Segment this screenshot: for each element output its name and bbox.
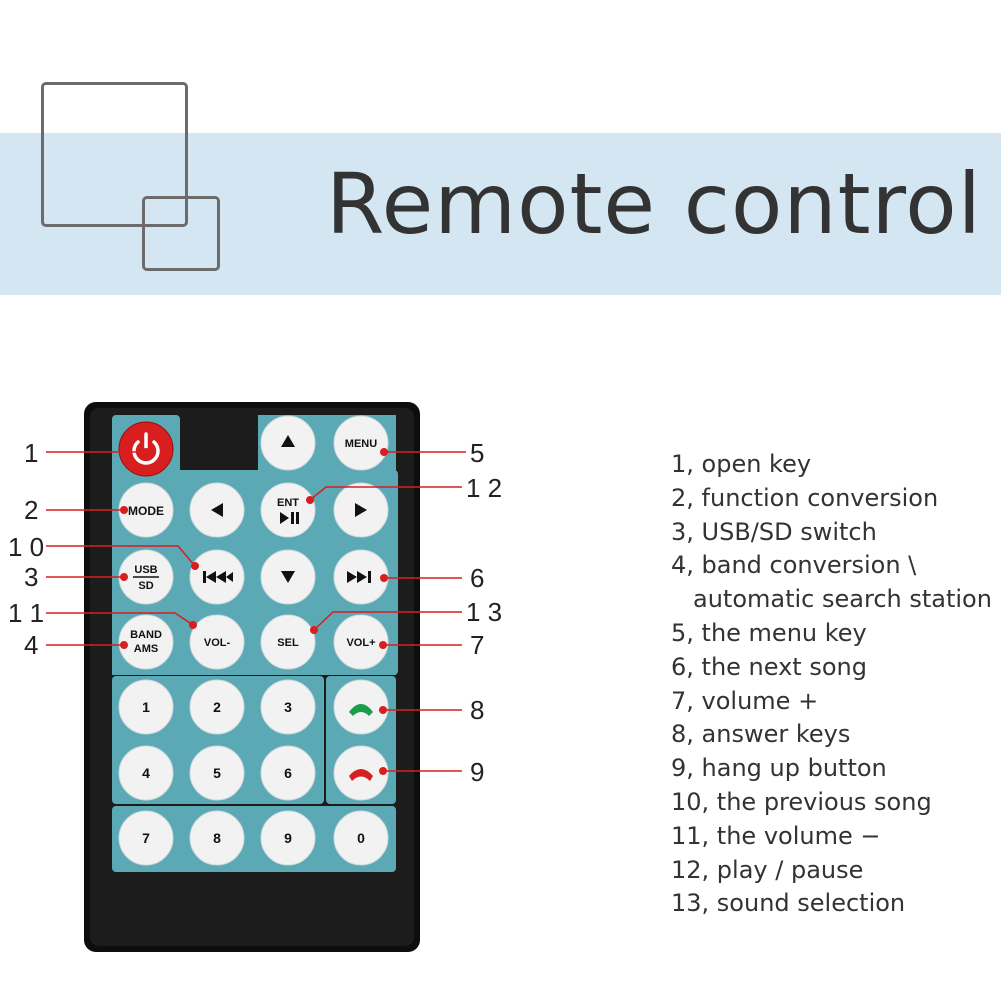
digit-0-label: 0 [357,830,365,846]
answer-phone-icon [349,704,373,716]
hangup-phone-icon [349,769,373,781]
ent-label: ENT [277,497,299,509]
previous-track-icon [203,571,233,583]
vol-plus-button[interactable] [333,614,389,670]
sd-label: SD [138,580,153,592]
callout-1: 1 [24,438,38,468]
digit-0-button[interactable] [333,810,389,866]
digit-7-label: 7 [142,830,150,846]
ent-play-pause-button[interactable] [260,482,316,538]
callout-5: 5 [470,438,484,468]
callout-12: 1 2 [466,473,502,503]
legend-item: 2, function conversion [671,483,939,512]
legend-item: 6, the next song [671,652,867,681]
digit-4-label: 4 [142,765,150,781]
digit-8-label: 8 [213,830,221,846]
callout-8: 8 [470,695,484,725]
callout-3: 3 [24,562,38,592]
callout-10: 1 0 [8,532,44,562]
ams-label: AMS [134,643,158,655]
page-title: Remote control [326,155,982,253]
legend-item: 9, hang up button [671,754,887,783]
menu-button[interactable] [333,415,389,471]
digit-6-label: 6 [284,765,292,781]
legend-item: 8, answer keys [671,720,851,749]
legend-item: 4, band conversion \ [671,551,917,580]
callout-dots [120,448,388,775]
arrow-down-icon [281,571,295,583]
legend-item: 3, USB/SD switch [671,517,877,546]
callout-13: 1 3 [466,597,502,627]
digit-6-button[interactable] [260,745,316,801]
mode-label: MODE [128,504,164,518]
band-ams-button[interactable] [118,614,174,670]
play-pause-icon [280,512,299,524]
digit-1-button[interactable] [118,679,174,735]
usb-label: USB [134,564,157,576]
legend-item: 11, the volume − [671,821,881,850]
digit-8-button[interactable] [189,810,245,866]
digit-5-button[interactable] [189,745,245,801]
legend-item: 7, volume + [671,686,819,715]
legend-item: 5, the menu key [671,618,867,647]
vol-plus-label: VOL+ [346,637,375,649]
callout-7: 7 [470,630,484,660]
digit-7-button[interactable] [118,810,174,866]
digit-4-button[interactable] [118,745,174,801]
legend-item: 1, open key [671,450,812,478]
callout-6: 6 [470,563,484,593]
digit-1-label: 1 [142,699,150,715]
legend-list: 1, open key 2, function conversion 3, US… [671,448,992,921]
arrow-right-icon [355,503,367,517]
arrow-left-icon [211,503,223,517]
legend-item: 12, play / pause [671,855,864,884]
callout-11: 1 1 [8,598,44,628]
legend-item: 13, sound selection [671,889,906,918]
digit-5-label: 5 [213,765,221,781]
digit-9-label: 9 [284,830,292,846]
legend-item: automatic search station [693,585,992,614]
decor-square-small [142,196,220,271]
digit-2-label: 2 [213,699,221,715]
digit-2-button[interactable] [189,679,245,735]
power-icon [132,432,160,465]
sel-button[interactable] [260,614,316,670]
digit-9-button[interactable] [260,810,316,866]
legend-item: 10, the previous song [671,787,932,816]
next-track-icon [347,571,371,583]
arrow-up-icon [281,435,295,447]
callout-2: 2 [24,495,38,525]
menu-label: MENU [345,438,377,450]
vol-minus-button[interactable] [189,614,245,670]
sel-label: SEL [277,637,299,649]
decor-square-large [41,82,188,227]
callout-9: 9 [470,757,484,787]
vol-minus-label: VOL- [204,637,231,649]
band-label: BAND [130,629,162,641]
digit-3-button[interactable] [260,679,316,735]
callout-4: 4 [24,630,38,660]
digit-3-label: 3 [284,699,292,715]
callout-lines [46,451,466,772]
